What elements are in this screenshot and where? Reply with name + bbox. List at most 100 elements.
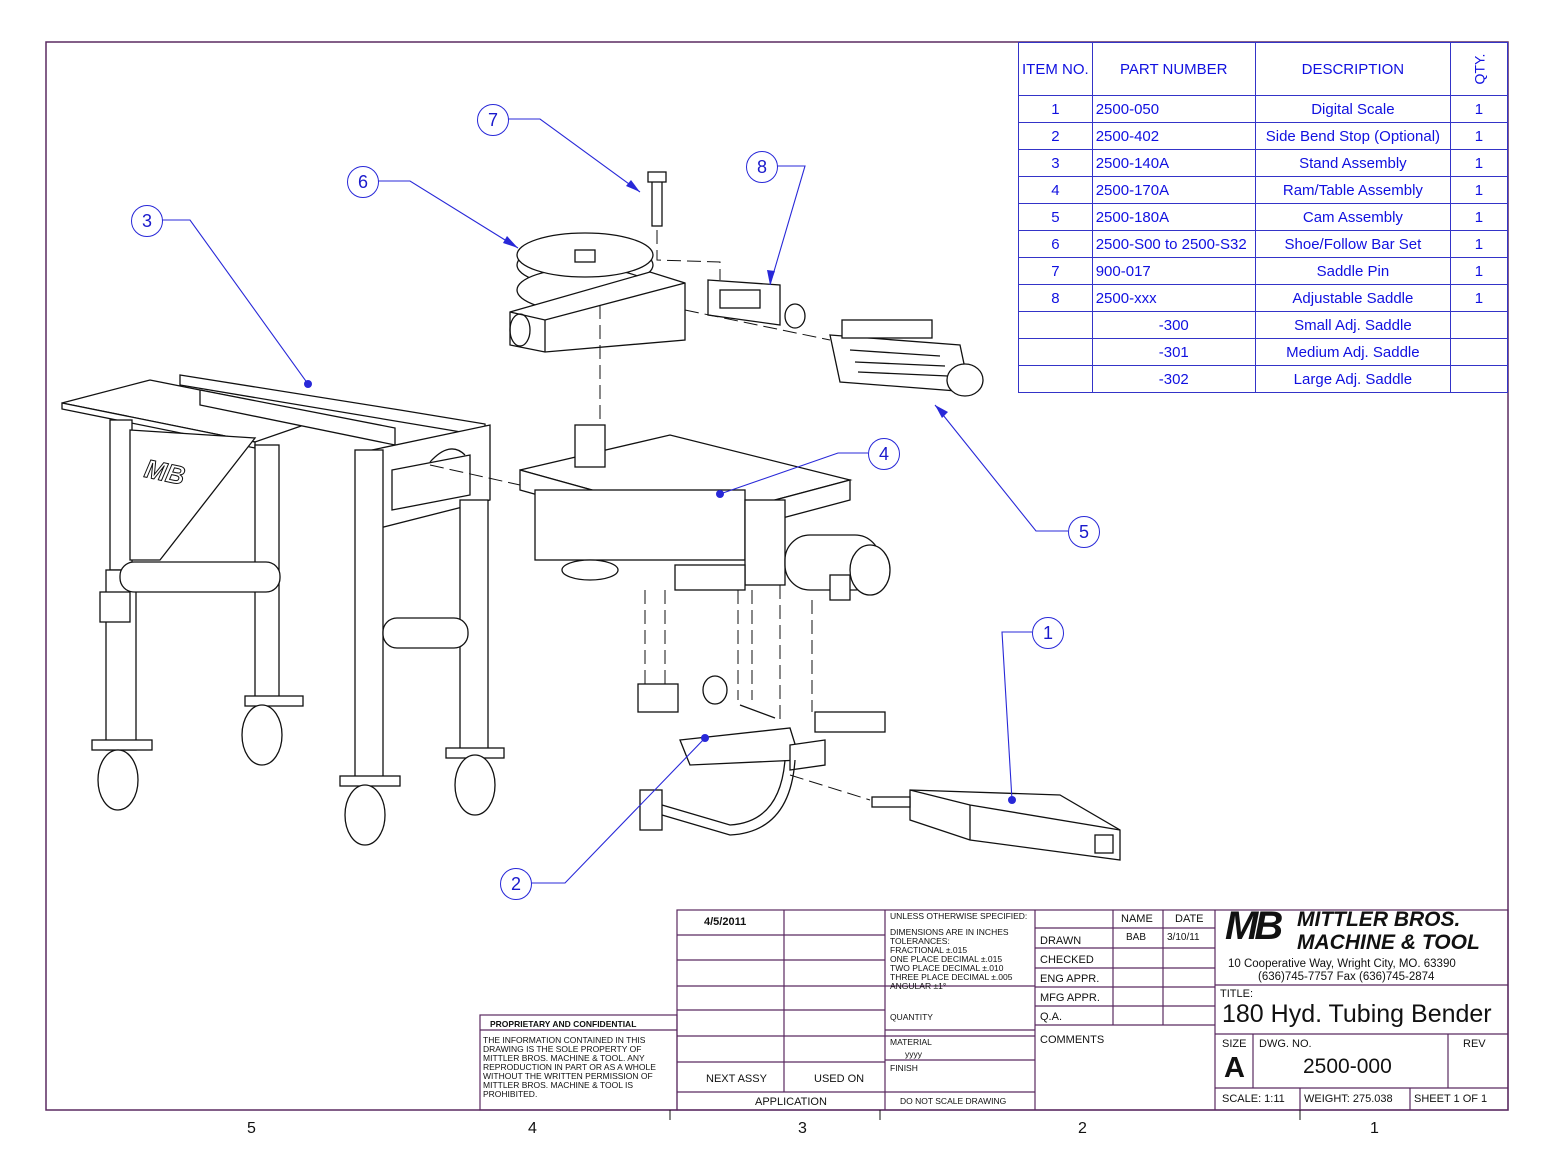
bom-cell-description: Medium Adj. Saddle (1254, 338, 1451, 366)
size-label: SIZE (1222, 1038, 1247, 1050)
drawn-date: 3/10/11 (1167, 932, 1200, 943)
checked-label: CHECKED (1040, 954, 1094, 966)
ram-table-assembly (519, 424, 891, 601)
bom-cell-part-number: 2500-170A (1091, 176, 1256, 204)
mfg-appr-label: MFG APPR. (1040, 992, 1100, 1004)
tolerance-line: FRACTIONAL ±.015 (890, 945, 968, 955)
bom-cell-qty: 1 (1449, 230, 1509, 258)
bom-cell-item (1018, 365, 1093, 393)
tolerance-line: DIMENSIONS ARE IN INCHES (890, 927, 1009, 937)
leader-lines (161, 118, 1068, 884)
proprietary-line: THE INFORMATION CONTAINED IN THIS (483, 1035, 646, 1045)
title-block-grid (479, 909, 1509, 1111)
material-label: MATERIAL (890, 1037, 932, 1047)
cam-assembly (829, 319, 984, 397)
bom-cell-description: Side Bend Stop (Optional) (1254, 122, 1451, 150)
drawn-label: DRAWN (1040, 935, 1082, 947)
shoe-and-bar (509, 232, 686, 353)
proprietary-line: PROHIBITED. (483, 1089, 538, 1099)
zone-label: 4 (528, 1120, 537, 1137)
bom-cell-item: 7 (1018, 257, 1093, 285)
title-label: TITLE: (1220, 988, 1254, 1000)
adjustable-saddle (707, 279, 806, 329)
bom-cell-item: 4 (1018, 176, 1093, 204)
bom-cell-part-number: 2500-050 (1091, 95, 1256, 123)
qa-label: Q.A. (1040, 1011, 1063, 1023)
tolerance-line: ANGULAR ±1° (890, 981, 947, 991)
bom-cell-qty: 1 (1449, 176, 1509, 204)
bom-cell-description: Cam Assembly (1254, 203, 1451, 231)
bom-cell-description: Ram/Table Assembly (1254, 176, 1451, 204)
bom-cell-part-number: -301 (1091, 338, 1256, 366)
balloon-4: 4 (868, 438, 900, 470)
bom-cell-item: 8 (1018, 284, 1093, 312)
bom-cell-part-number: 2500-180A (1091, 203, 1256, 231)
bom-cell-item (1018, 311, 1093, 339)
bom-cell-item: 1 (1018, 95, 1093, 123)
saddle-pin (647, 171, 667, 227)
bom-cell-qty (1449, 311, 1509, 339)
zone-label: 3 (798, 1120, 807, 1137)
balloon-3: 3 (131, 205, 163, 237)
bom-cell-part-number: 2500-S00 to 2500-S32 (1091, 230, 1256, 258)
comments-label: COMMENTS (1040, 1034, 1105, 1046)
proprietary-title: PROPRIETARY AND CONFIDENTIAL (490, 1019, 637, 1029)
bom-cell-description: Digital Scale (1254, 95, 1451, 123)
bom-cell-item: 2 (1018, 122, 1093, 150)
revision-date: 4/5/2011 (704, 916, 747, 928)
balloon-7: 7 (477, 104, 509, 136)
proprietary-line: MITTLER BROS. MACHINE & TOOL. ANY (483, 1053, 645, 1063)
finish-label: FINISH (890, 1063, 918, 1073)
side-bend-stop (637, 675, 886, 836)
zone-label: 2 (1078, 1120, 1087, 1137)
weight-value: WEIGHT: 275.038 (1304, 1093, 1393, 1105)
bom-header-description: DESCRIPTION (1254, 42, 1451, 96)
application-label: APPLICATION (755, 1096, 827, 1108)
bom-header-item: ITEM NO. (1018, 42, 1093, 96)
tolerance-line: TOLERANCES: (890, 936, 950, 946)
drawing-number: 2500-000 (1303, 1055, 1392, 1078)
bom-cell-part-number: 2500-xxx (1091, 284, 1256, 312)
bom-cell-part-number: 900-017 (1091, 257, 1256, 285)
explode-lines (429, 230, 871, 801)
sheet-number: SHEET 1 OF 1 (1414, 1093, 1488, 1105)
balloon-5: 5 (1068, 516, 1100, 548)
zone-ticks (669, 1110, 1301, 1120)
name-header: NAME (1121, 913, 1153, 925)
eng-appr-label: ENG APPR. (1040, 973, 1100, 985)
proprietary-line: WITHOUT THE WRITTEN PERMISSION OF (483, 1071, 653, 1081)
bom-header-part-number: PART NUMBER (1091, 42, 1256, 96)
bom-header-qty: QTY. (1449, 42, 1509, 96)
bom-cell-description: Saddle Pin (1254, 257, 1451, 285)
scale-value: SCALE: 1:11 (1222, 1093, 1285, 1105)
company-address: 10 Cooperative Way, Wright City, MO. 633… (1228, 958, 1456, 970)
bom-cell-description: Large Adj. Saddle (1254, 365, 1451, 393)
bom-cell-item: 5 (1018, 203, 1093, 231)
bom-cell-qty: 1 (1449, 95, 1509, 123)
balloon-6: 6 (347, 166, 379, 198)
next-assy-label: NEXT ASSY (706, 1073, 767, 1085)
date-header: DATE (1175, 913, 1204, 925)
bom-cell-part-number: -302 (1091, 365, 1256, 393)
bom-cell-qty: 1 (1449, 284, 1509, 312)
tolerance-line: THREE PLACE DECIMAL ±.005 (890, 972, 1013, 982)
material-value: yyyy (905, 1049, 922, 1059)
rev-label: REV (1463, 1038, 1486, 1050)
bom-cell-qty: 1 (1449, 149, 1509, 177)
bom-cell-description: Stand Assembly (1254, 149, 1451, 177)
company-name-line2: MACHINE & TOOL (1297, 931, 1480, 954)
proprietary-line: REPRODUCTION IN PART OR AS A WHOLE (483, 1062, 656, 1072)
bom-cell-qty: 1 (1449, 122, 1509, 150)
bom-cell-item: 6 (1018, 230, 1093, 258)
quantity-label: QUANTITY (890, 1012, 933, 1022)
